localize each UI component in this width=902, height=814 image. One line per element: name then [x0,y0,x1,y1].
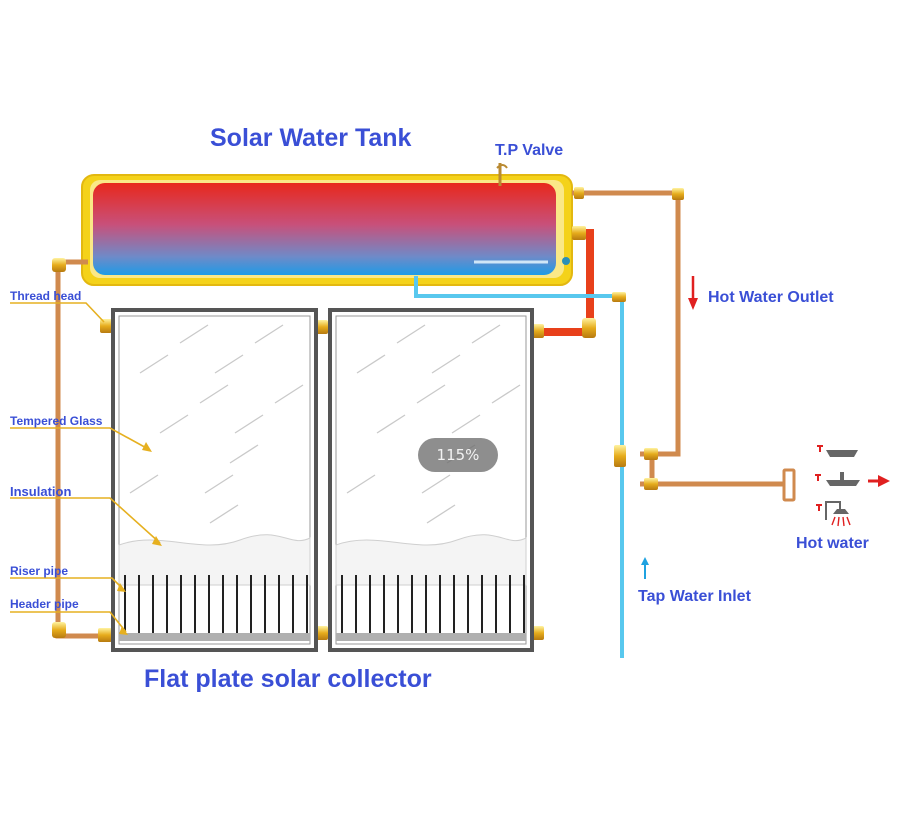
sink-faucet-icon [815,472,860,486]
insulation-layer [118,534,527,586]
header-pipes [119,633,526,641]
glass-glare-line [471,324,501,344]
insulation-label: Insulation [10,484,72,499]
glass-glare-line [396,324,426,344]
tap-water-inlet-arrow [641,557,649,579]
solar-water-tank [81,163,573,286]
header-pipe-label: Header pipe [10,597,79,611]
hot-water-outlet-arrow [688,276,698,310]
glass-glare-line [234,414,264,434]
tap-water-inlet-label: Tap Water Inlet [638,588,751,605]
shower-icon [816,501,851,527]
glass-glare-line [431,354,461,374]
glass-glare-line [274,384,304,404]
glass-glare-line [491,384,521,404]
zoom-level-indicator[interactable]: 115% [418,438,498,472]
glass-glare-line [254,324,284,344]
hot-water-outlet-label: Hot Water Outlet [708,289,834,306]
glass-glare-line [129,474,159,494]
collector-panel-right [328,308,534,652]
glass-glare-line [376,414,406,434]
riser-pipe-label: Riser pipe [10,564,69,578]
glass-glare-line [159,414,189,434]
tp-valve-label: T.P Valve [495,142,564,159]
glass-glare-line [229,444,259,464]
collector-panel-left [111,308,318,652]
riser-pipes [124,575,525,633]
leader-arrowheads [117,442,162,635]
thread-head-label: Thread head [10,289,82,303]
glass-glare-line [451,414,481,434]
cold-water-pipes [414,276,624,658]
glass-glare-line [199,384,229,404]
glass-glare-line [204,474,234,494]
hot-water-flow-arrow [868,475,890,487]
hot-water-label: Hot water [796,535,869,552]
glass-glare-line [356,354,386,374]
collector-title: Flat plate solar collector [144,665,432,693]
glass-glare-line [179,324,209,344]
tank-title: Solar Water Tank [210,124,412,152]
brass-fittings [52,187,796,642]
copper-pipes [55,190,790,639]
glass-glare-line [214,354,244,374]
glass-glare-line [139,354,169,374]
bathtub-icon [817,445,858,457]
glass-glare-line [209,504,239,524]
glass-glare-line [346,474,376,494]
glass-glare-line [416,384,446,404]
tempered-glass-label: Tempered Glass [10,414,103,428]
glass-glare-line [426,504,456,524]
glass-reflection-marks [129,324,521,524]
glass-glare-line [421,474,451,494]
